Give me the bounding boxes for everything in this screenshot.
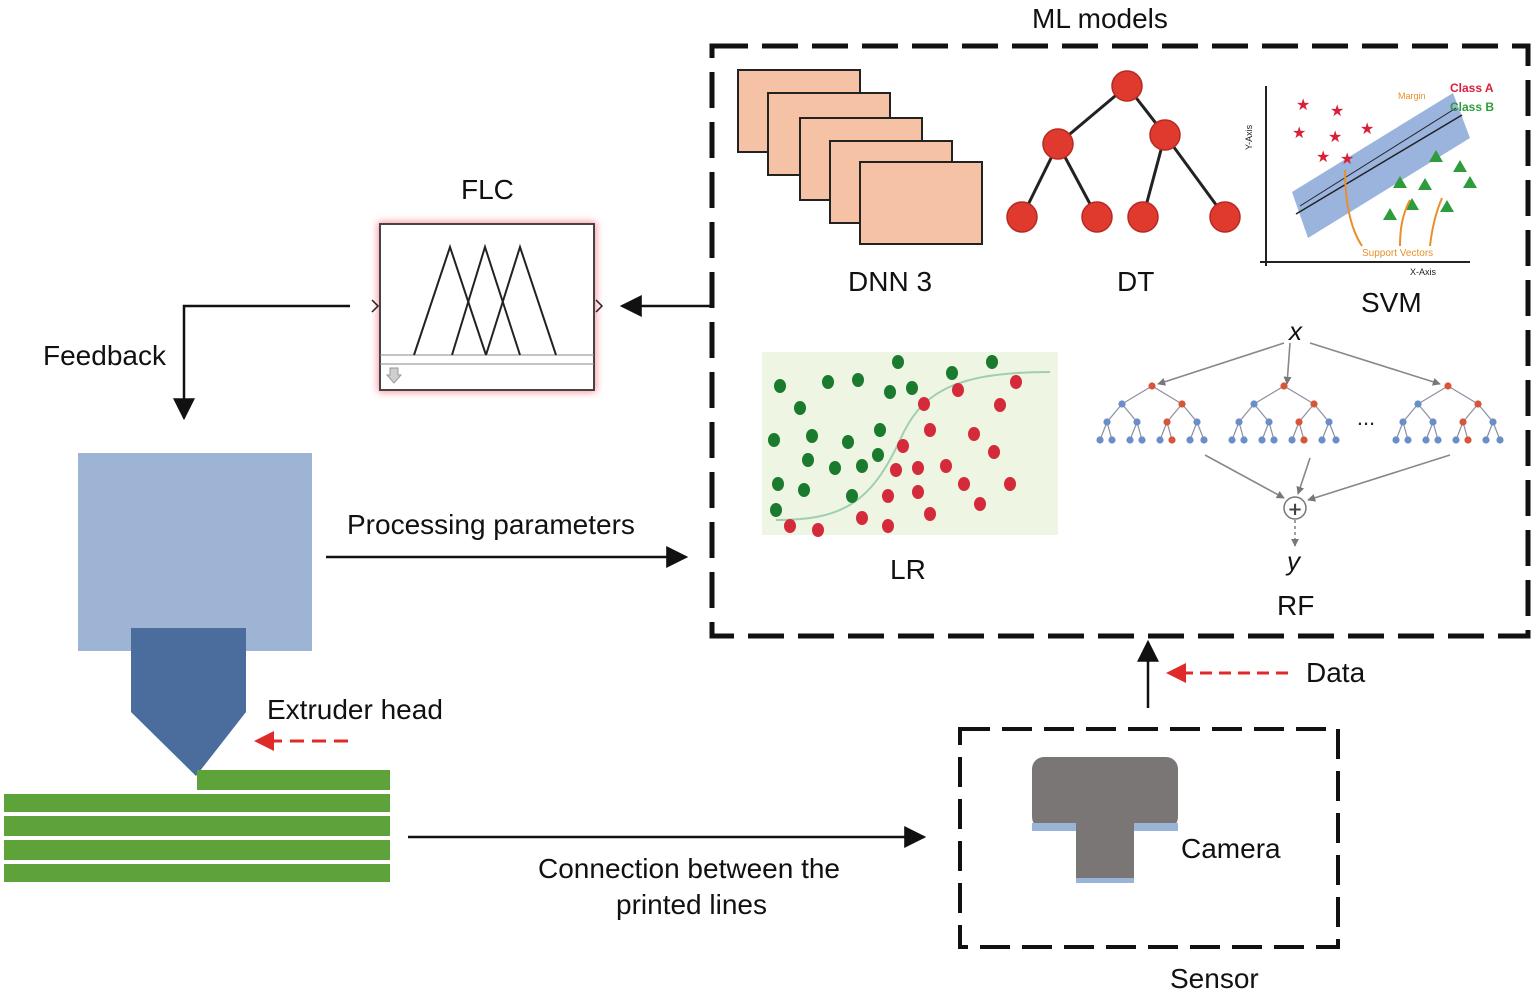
rf-combine-symbol: + [1287,499,1302,520]
lr-green-dot [770,503,782,517]
rf-label: RF [1277,590,1315,621]
lr-red-dot [924,423,936,437]
lr-green-dot [772,477,784,491]
connection-label-line2: printed lines [616,889,767,920]
svg-text:★: ★ [1360,119,1374,138]
svm-support-vectors-label: Support Vectors [1362,248,1433,259]
lr-red-dot [812,523,824,537]
lr-green-dot [856,459,868,473]
svg-text:★: ★ [1328,127,1342,146]
lr-red-dot [974,497,986,511]
rf-output-label: y [1287,546,1300,576]
ml-models-title: ML models [1032,3,1168,34]
lr-red-dot [784,519,796,533]
lr-green-dot [822,375,834,389]
lr-red-dot [882,489,894,503]
lr-green-dot [794,401,806,415]
svg-text:★: ★ [1296,95,1310,114]
dnn-icon [737,69,983,245]
feedback-label: Feedback [43,340,166,371]
lr-green-dot [806,429,818,443]
svm-class-a-label: Class A [1450,81,1494,95]
lr-green-dot [798,483,810,497]
random-forest-icon: + ... [1096,342,1504,547]
camera-label: Camera [1181,833,1281,864]
logistic-regression-icon [762,352,1058,537]
lr-red-dot [968,427,980,441]
svm-class-b-label: Class B [1450,100,1494,114]
lr-red-dot [924,507,936,521]
dt-label: DT [1117,266,1155,297]
connection-label-line1: Connection between the [538,853,840,884]
svm-margin-label: Margin [1398,91,1426,101]
rf-mini-tree [1228,382,1340,444]
svm-x-axis-label: X-Axis [1410,267,1437,277]
svg-text:★: ★ [1316,147,1330,166]
lr-red-dot [897,439,909,453]
svg-text:★: ★ [1340,149,1354,168]
lr-green-dot [802,453,814,467]
camera-icon [1032,757,1178,883]
flc-title: FLC [461,174,514,205]
lr-red-dot [1010,375,1022,389]
lr-green-dot [892,355,904,369]
dnn-label: DNN 3 [848,266,933,297]
lr-green-dot [829,461,841,475]
lr-red-dot [988,445,1000,459]
decision-tree-icon [1006,70,1241,233]
lr-green-dot [768,433,780,447]
lr-red-dot [856,511,868,525]
extruder-head [78,453,312,776]
rf-mini-tree [1392,382,1504,444]
data-label: Data [1306,657,1366,688]
lr-red-dot [940,459,952,473]
lr-red-dot [918,397,930,411]
processing-parameters-label: Processing parameters [347,509,635,540]
lr-red-dot [958,477,970,491]
lr-red-dot [1004,477,1016,491]
lr-red-dot [912,461,924,475]
ml-models-container [709,43,1531,639]
lr-green-dot [842,435,854,449]
rf-mini-tree [1096,382,1208,444]
lr-red-dot [882,519,894,533]
lr-green-dot [884,385,896,399]
lr-red-dot [952,383,964,397]
lr-green-dot [872,448,884,462]
lr-label: LR [890,554,926,585]
svg-text:★: ★ [1292,123,1306,142]
sensor-label: Sensor [1170,963,1259,994]
lr-green-dot [986,355,998,369]
flc-block [371,222,604,392]
svm-label: SVM [1361,287,1422,318]
printed-lines [4,770,390,882]
sensor-container [958,727,1340,949]
rf-ellipsis: ... [1357,405,1375,430]
lr-green-dot [852,373,864,387]
lr-green-dot [906,381,918,395]
rf-input-label: x [1289,316,1302,346]
lr-red-dot [994,398,1006,412]
feedback-arrow [173,304,350,421]
lr-red-dot [890,463,902,477]
lr-red-dot [912,485,924,499]
lr-green-dot [774,379,786,393]
svm-icon: ★★ ★★ ★★ ★ Class A Class B Margin Suppor… [1244,81,1494,277]
lr-green-dot [946,366,958,380]
svm-y-axis-label: Y-Axis [1244,124,1254,150]
extruder-head-label: Extruder head [267,694,443,725]
lr-green-dot [846,489,858,503]
lr-green-dot [874,423,886,437]
svg-text:★: ★ [1330,101,1344,120]
